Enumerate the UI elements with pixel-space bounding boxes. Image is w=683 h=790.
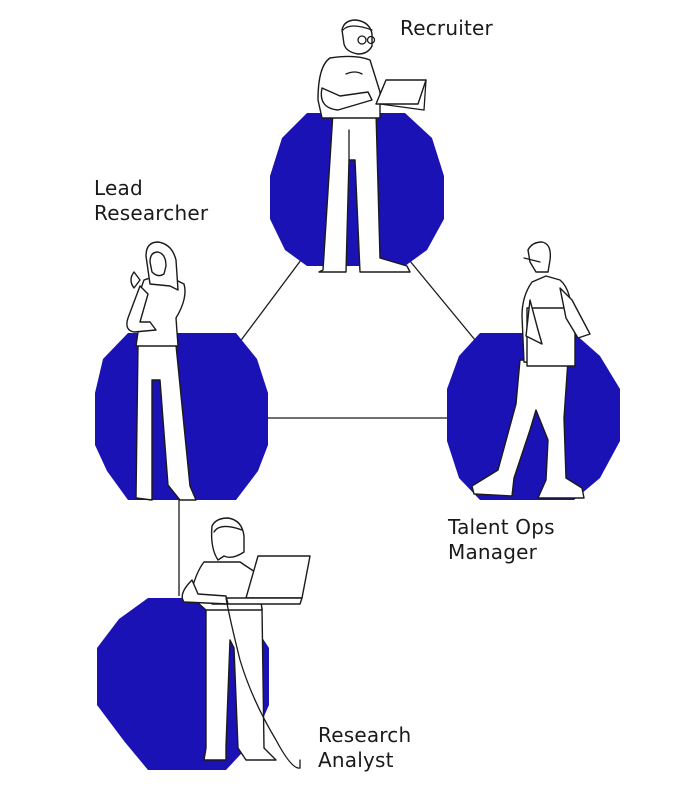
label-research-analyst-line-2: Analyst	[318, 748, 394, 772]
label-lead-researcher-line-1: Lead	[94, 176, 143, 200]
talent-ops-figure	[471, 241, 591, 499]
label-research-analyst: Research Analyst	[318, 723, 411, 773]
label-talent-ops-manager: Talent Ops Manager	[448, 515, 555, 565]
label-lead-researcher-line-2: Researcher	[94, 201, 209, 225]
label-lead-researcher: Lead Researcher	[94, 176, 208, 226]
label-recruiter-line-1: Recruiter	[400, 16, 493, 40]
connector-lines	[178, 251, 481, 596]
label-research-analyst-line-1: Research	[318, 723, 412, 747]
connector-recruiter-talent	[404, 254, 481, 347]
label-talent-ops-manager-line-2: Manager	[448, 540, 538, 564]
connector-recruiter-lead	[235, 251, 308, 348]
research-analyst-figure	[181, 517, 311, 769]
lead-researcher-figure	[126, 241, 197, 501]
label-recruiter: Recruiter	[400, 16, 493, 41]
recruiter-figure	[317, 19, 427, 273]
label-talent-ops-manager-line-1: Talent Ops	[448, 515, 555, 539]
